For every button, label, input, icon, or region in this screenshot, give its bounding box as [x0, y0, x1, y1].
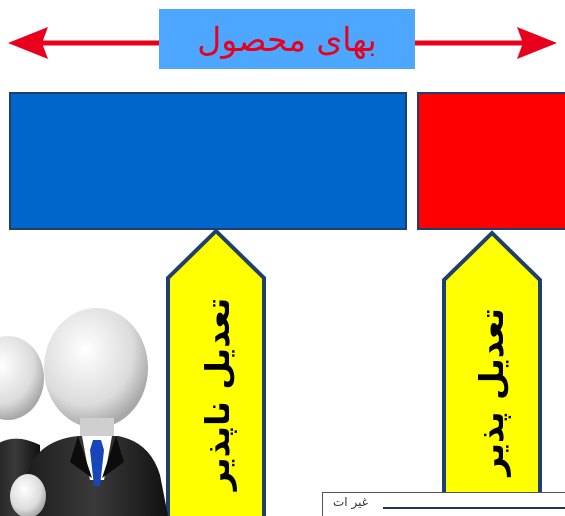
- non-adjustable-label: تعدیل ناپذیر: [198, 297, 237, 491]
- document-text: غیر ات: [333, 495, 368, 509]
- price-label: بهای محصول: [197, 19, 377, 59]
- fixed-cost-block: [9, 92, 407, 230]
- people-figures-icon: [0, 308, 168, 516]
- adjustable-tag: [442, 230, 542, 516]
- adjustable-label: تعدیل پذیر: [472, 308, 511, 476]
- price-label-box: بهای محصول: [159, 9, 415, 69]
- document-fragment: غیر ات: [322, 492, 565, 516]
- variable-cost-block: [417, 92, 565, 230]
- document-rule: [383, 507, 565, 509]
- non-adjustable-tag: [166, 228, 266, 516]
